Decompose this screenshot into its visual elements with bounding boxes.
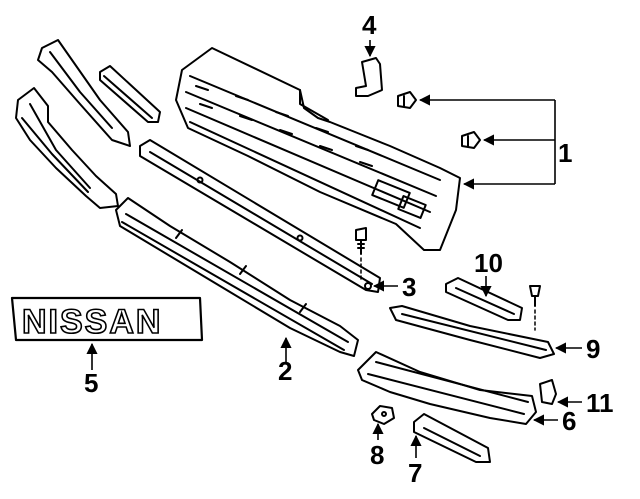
callout-11: 11 bbox=[586, 388, 614, 418]
callout-1: 1 bbox=[558, 138, 572, 168]
callout-10: 10 bbox=[474, 248, 503, 278]
callout-6: 6 bbox=[562, 406, 576, 436]
clip-upper-part bbox=[397, 91, 417, 109]
upper-small-strip-part bbox=[99, 65, 161, 123]
grille-reinforcement-bar-part bbox=[139, 139, 381, 293]
upper-left-molding-part bbox=[37, 39, 131, 147]
callout-9: 9 bbox=[586, 334, 600, 364]
callout-7: 7 bbox=[408, 458, 422, 488]
callout-2: 2 bbox=[278, 356, 292, 386]
small-clip-part bbox=[371, 405, 395, 425]
callout-8: 8 bbox=[370, 440, 384, 470]
callout-4: 4 bbox=[362, 10, 377, 40]
right-lower-fascia-part bbox=[357, 351, 537, 425]
bracket-part bbox=[355, 57, 383, 97]
clip-lower-part bbox=[461, 131, 481, 149]
fascia-clip-part bbox=[539, 379, 557, 405]
trim-strip-part bbox=[445, 277, 523, 321]
right-molding-part bbox=[389, 305, 555, 359]
callout-5: 5 bbox=[84, 368, 98, 398]
center-molding-part bbox=[115, 197, 359, 357]
molding-screw-part bbox=[529, 285, 541, 331]
lower-left-fascia-part bbox=[15, 87, 119, 209]
emblem-part bbox=[10, 296, 204, 342]
screw-part bbox=[355, 227, 372, 290]
grille-part bbox=[175, 47, 461, 251]
leader-lines bbox=[86, 40, 582, 458]
emblem-lettering: NISSAN bbox=[22, 303, 162, 341]
lower-bracket-part bbox=[413, 413, 491, 463]
callout-3: 3 bbox=[402, 272, 416, 302]
